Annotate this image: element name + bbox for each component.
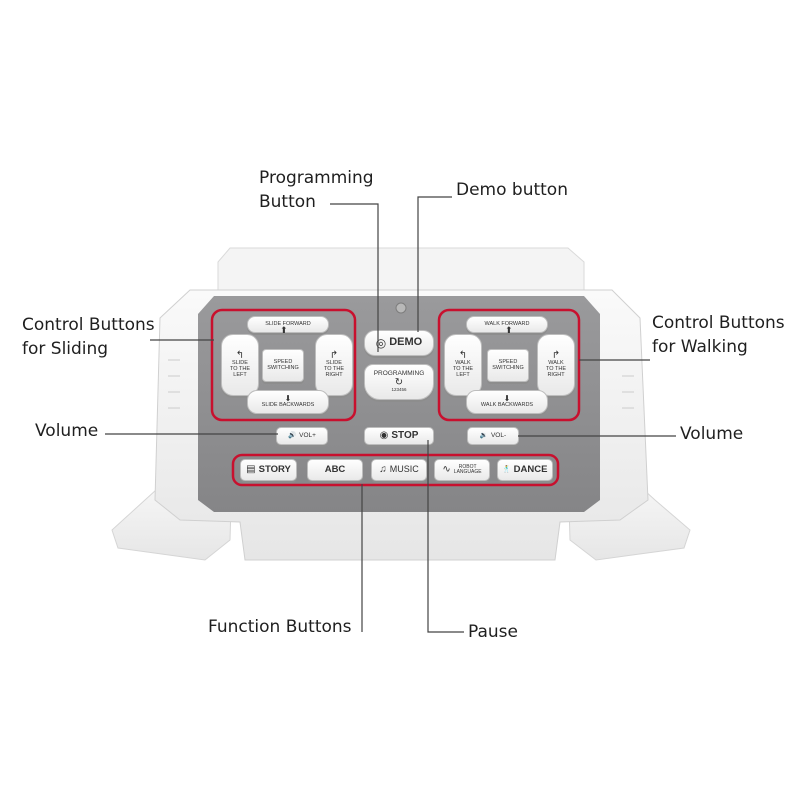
- annotation-line: Control Buttons: [22, 315, 155, 335]
- dance-label: DANCE: [513, 464, 548, 476]
- walk-speed-label: SPEED SWITCHING: [492, 358, 524, 371]
- annotation-line: for Sliding: [22, 339, 109, 359]
- music-label: MUSIC: [389, 464, 419, 475]
- walk-speed-switching-button[interactable]: SPEED SWITCHING: [487, 349, 529, 382]
- demo-label: DEMO: [389, 336, 423, 349]
- volume-up-button[interactable]: 🔊 VOL+: [276, 427, 328, 445]
- annotation-line: Control Buttons: [652, 313, 785, 333]
- volume-down-button[interactable]: 🔉 VOL-: [467, 427, 519, 445]
- annotation-line: Pause: [468, 622, 518, 642]
- status-led: [395, 302, 407, 314]
- annotation-line: Button: [259, 192, 316, 212]
- robot-language-label: ROBOT LANGUAGE: [453, 463, 482, 475]
- dance-button[interactable]: 🕺 DANCE: [497, 459, 553, 481]
- speaker-plus-icon: 🔊: [288, 431, 297, 439]
- abc-button[interactable]: ABC: [307, 459, 363, 481]
- slide-speed-label: SPEED SWITCHING: [267, 358, 299, 371]
- music-button[interactable]: ♫ MUSIC: [371, 459, 427, 481]
- arrow-up-icon: ⬆: [505, 325, 513, 335]
- walk-left-label: WALK TO THE LEFT: [453, 360, 473, 378]
- pause-annotation: Pause: [468, 620, 518, 644]
- demo-button-annotation: Demo button: [456, 178, 568, 202]
- speaker-minus-icon: 🔉: [479, 431, 488, 439]
- walk-backwards-label: WALK BACKWARDS: [480, 402, 534, 409]
- slide-left-label: SLIDE TO THE LEFT: [230, 360, 250, 378]
- vol-minus-label: VOL-: [490, 431, 507, 439]
- demo-button[interactable]: ◎ DEMO: [364, 330, 434, 356]
- walk-left-button[interactable]: ↰ WALK TO THE LEFT: [444, 334, 482, 396]
- slide-backwards-button[interactable]: ⬇ SLIDE BACKWARDS: [247, 390, 329, 414]
- walk-right-button[interactable]: ↱ WALK TO THE RIGHT: [537, 334, 575, 396]
- story-label: STORY: [258, 464, 291, 476]
- annotation-line: Volume: [35, 421, 99, 441]
- walking-controls-annotation: Control Buttons for Walking: [652, 311, 785, 359]
- programming-button-annotation: Programming Button: [259, 166, 374, 214]
- volume-left-annotation: Volume: [35, 419, 98, 443]
- dance-icon: 🕺: [502, 465, 511, 473]
- slide-forward-label: SLIDE FORWARD: [265, 320, 311, 327]
- annotation-line: Volume: [680, 424, 744, 444]
- sliding-controls-annotation: Control Buttons for Sliding: [22, 313, 155, 361]
- slide-right-label: SLIDE TO THE RIGHT: [324, 360, 344, 378]
- demo-icon: ◎: [375, 336, 387, 350]
- wave-icon: ∿: [442, 464, 451, 475]
- music-icon: ♫: [379, 464, 387, 475]
- slide-forward-button[interactable]: SLIDE FORWARD: [247, 316, 329, 333]
- abc-label: ABC: [324, 464, 346, 476]
- stop-icon: ◉: [379, 430, 389, 441]
- loop-icon: ↻: [394, 377, 404, 389]
- annotation-line: Demo button: [456, 180, 568, 200]
- slide-right-button[interactable]: ↱ SLIDE TO THE RIGHT: [315, 334, 353, 396]
- programming-sub-label: 123456: [391, 387, 407, 393]
- stop-label: STOP: [391, 429, 419, 441]
- walk-right-label: WALK TO THE RIGHT: [546, 360, 566, 378]
- vol-plus-label: VOL+: [299, 431, 316, 439]
- slide-backwards-label: SLIDE BACKWARDS: [261, 402, 315, 409]
- annotation-line: Function Buttons: [208, 617, 352, 637]
- volume-right-annotation: Volume: [680, 422, 743, 446]
- stop-button[interactable]: ◉ STOP: [364, 427, 434, 445]
- arrow-up-icon: ⬆: [280, 325, 288, 335]
- function-buttons-annotation: Function Buttons: [208, 615, 352, 639]
- annotation-line: for Walking: [652, 337, 748, 357]
- slide-speed-switching-button[interactable]: SPEED SWITCHING: [262, 349, 304, 382]
- remote-grip-ribs: [168, 359, 634, 409]
- robot-language-button[interactable]: ∿ ROBOT LANGUAGE: [434, 459, 490, 481]
- story-button[interactable]: ▤ STORY: [240, 459, 297, 481]
- walk-backwards-button[interactable]: ⬇ WALK BACKWARDS: [466, 390, 548, 414]
- programming-button[interactable]: PROGRAMMING ↻ 123456: [364, 364, 434, 400]
- slide-left-button[interactable]: ↰ SLIDE TO THE LEFT: [221, 334, 259, 396]
- programming-label: PROGRAMMING: [373, 370, 425, 378]
- annotation-line: Programming: [259, 168, 374, 188]
- story-icon: ▤: [246, 464, 256, 475]
